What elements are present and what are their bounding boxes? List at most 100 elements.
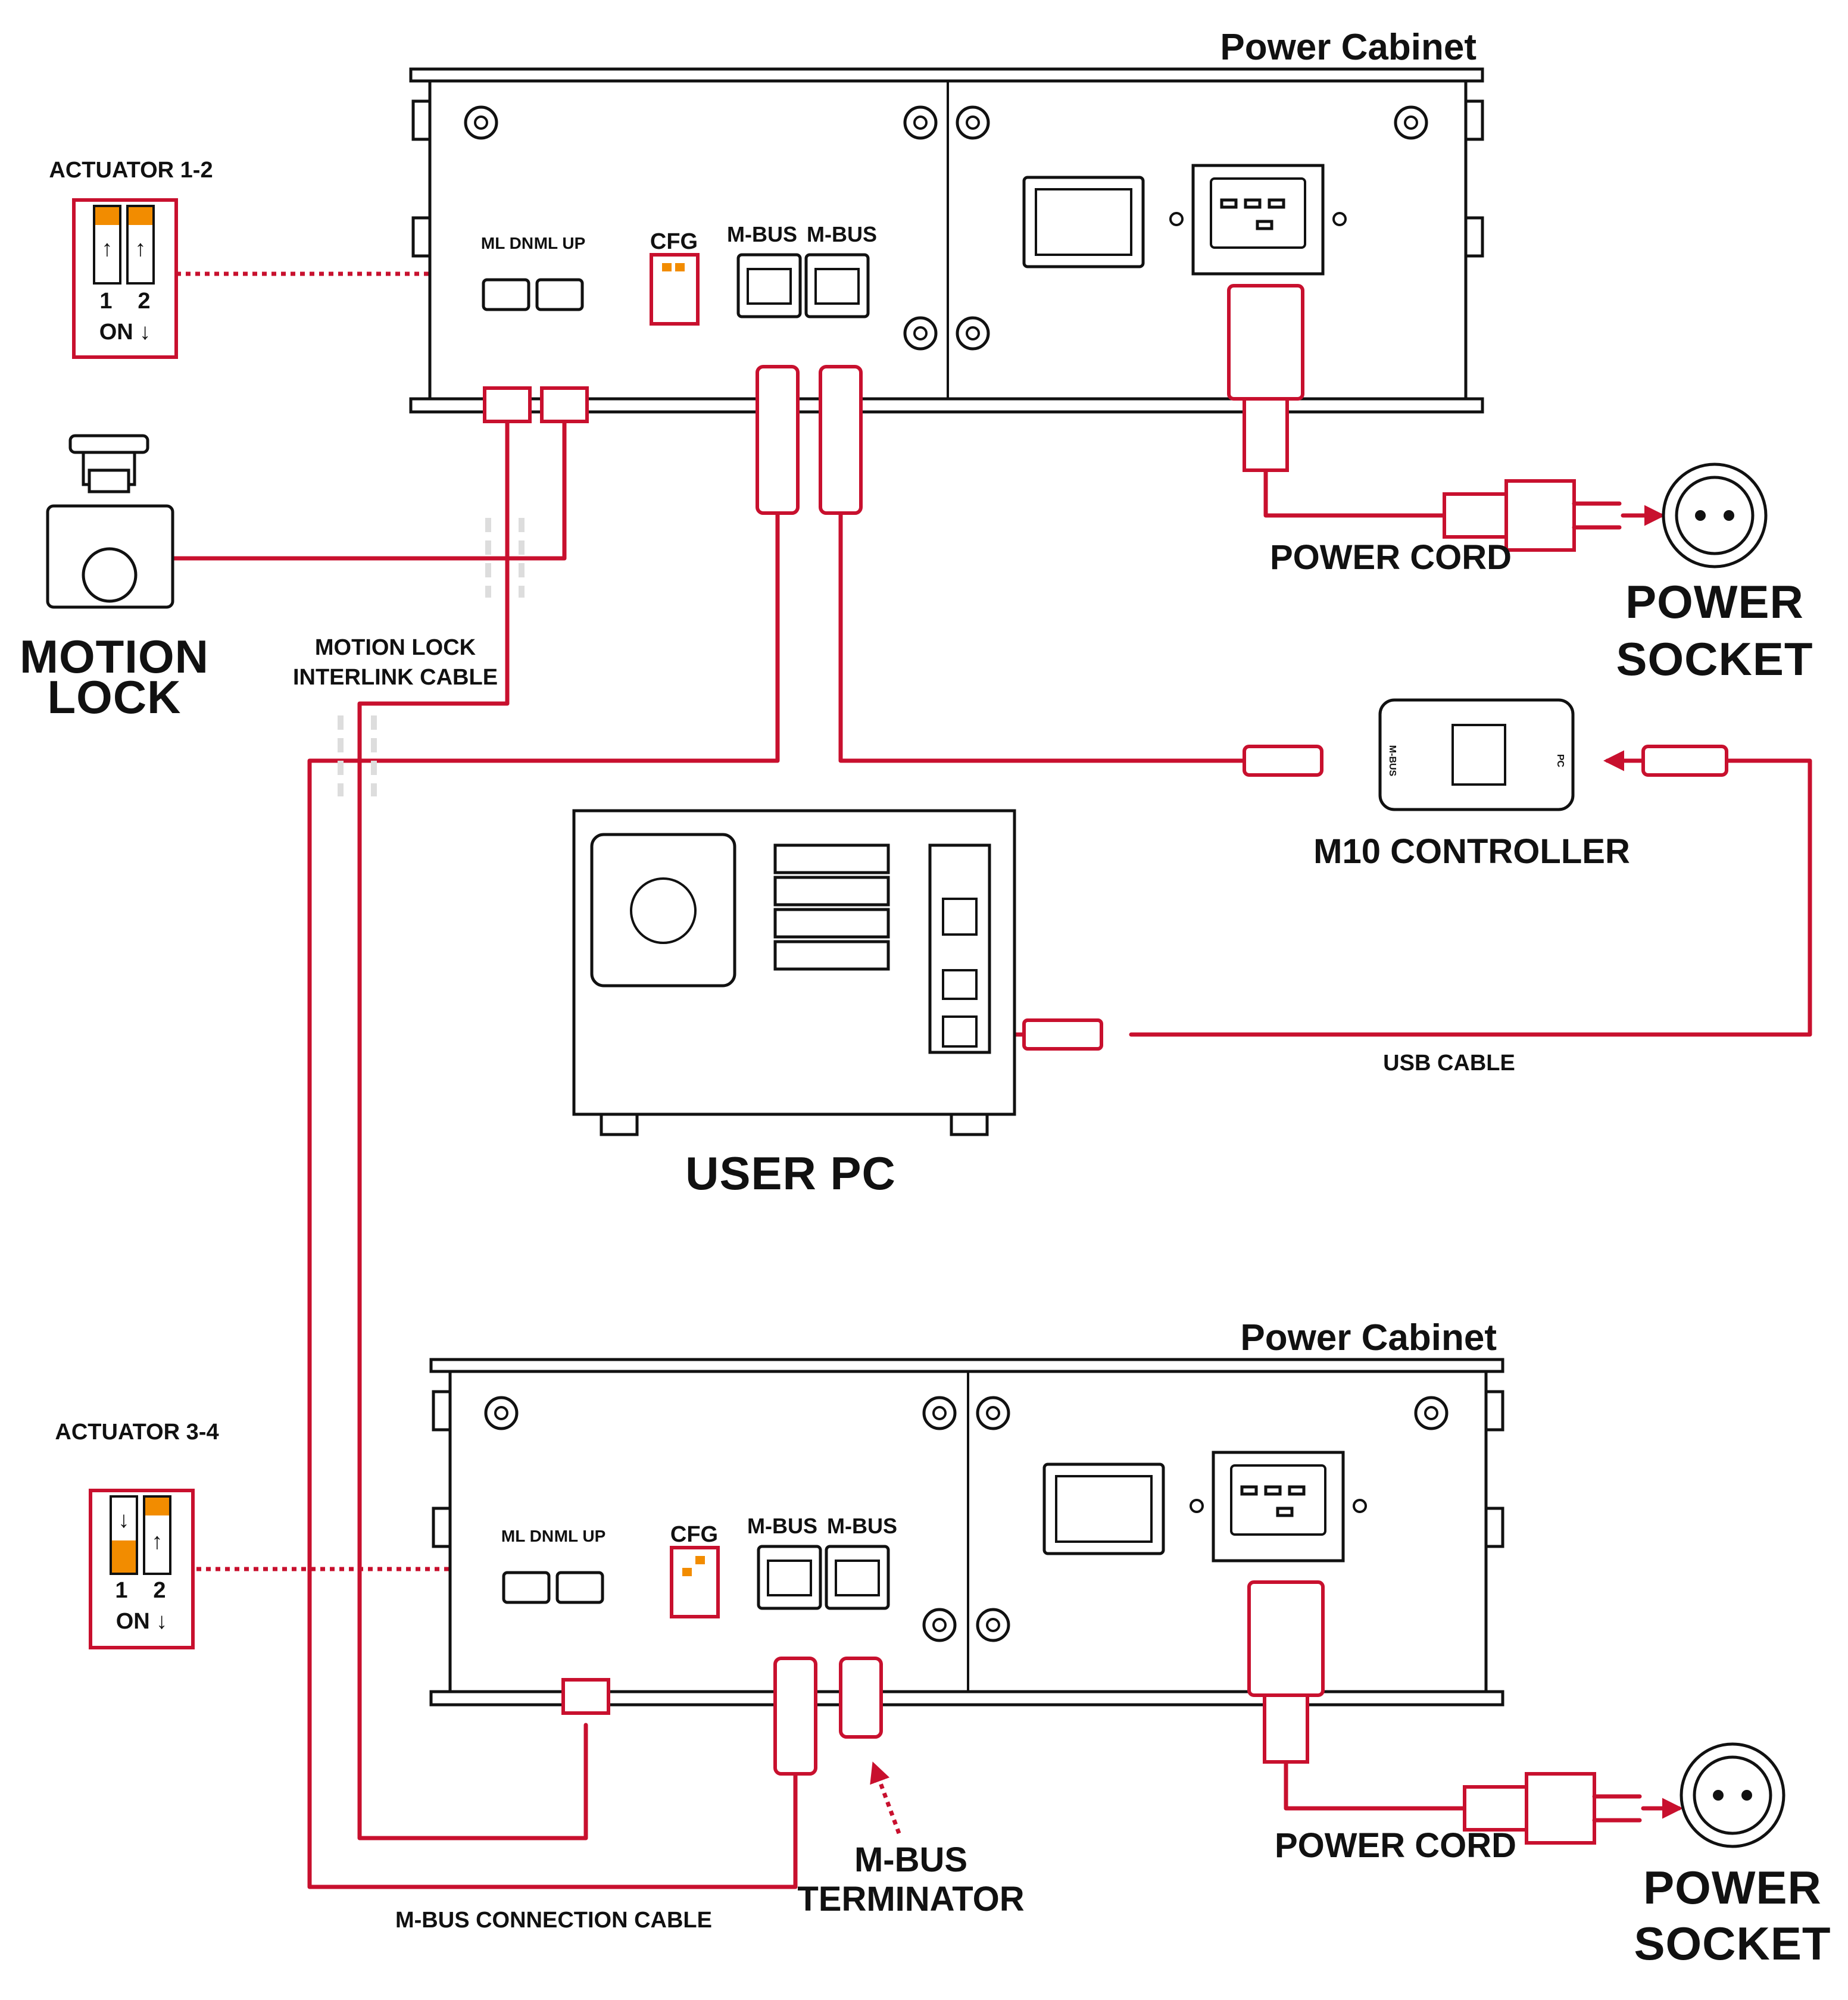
socket-inner bbox=[1693, 1755, 1772, 1835]
ml-up-port[interactable] bbox=[555, 1571, 604, 1604]
mbus-plug-a bbox=[773, 1657, 817, 1776]
cfg-switch-2 bbox=[695, 1556, 705, 1564]
expansion-slot bbox=[773, 908, 890, 939]
ml-dn-plug bbox=[483, 386, 532, 423]
inlet-pin bbox=[1268, 198, 1285, 209]
power-socket-top: POWER SOCKET bbox=[1616, 462, 1813, 685]
power-inlet-top-face bbox=[1210, 177, 1306, 249]
port-label-mbus-b: M-BUS bbox=[807, 222, 877, 246]
fan-icon bbox=[630, 877, 697, 944]
controller-logo-icon bbox=[1451, 724, 1506, 786]
power-inlet-bottom-face bbox=[1230, 1464, 1326, 1536]
port-label-ml-up: ML UP bbox=[534, 234, 586, 252]
mbus-connection-cable-label: M-BUS CONNECTION CABLE bbox=[395, 1908, 712, 1933]
port-label-mbus-b: M-BUS bbox=[827, 1514, 897, 1538]
screw-icon bbox=[1190, 1499, 1204, 1513]
power-switch-bottom-inner bbox=[1055, 1475, 1153, 1543]
dip-slot-1 bbox=[93, 205, 121, 285]
inlet-pin bbox=[1220, 198, 1238, 209]
emergency-button-cap[interactable] bbox=[68, 434, 149, 454]
controller-label: M10 CONTROLLER bbox=[1313, 832, 1630, 871]
switch-on-label: ON ↓ bbox=[99, 320, 151, 345]
iec-plug-bottom-strain bbox=[1263, 1693, 1309, 1764]
cabinet-bottom-title: Power Cabinet bbox=[1240, 1317, 1497, 1358]
dip-slot-2 bbox=[126, 205, 155, 285]
power-cord-bottom: POWER CORD bbox=[1275, 1772, 1642, 1865]
dip-knob-1 bbox=[95, 207, 119, 225]
power-switch-bottom[interactable] bbox=[1042, 1462, 1165, 1555]
motion-lock-interlink-cable bbox=[357, 420, 588, 1840]
io-panel bbox=[928, 843, 991, 1054]
power-switch-top[interactable] bbox=[1022, 176, 1145, 268]
socket-hole bbox=[1695, 510, 1706, 521]
power-cabinet-bottom: Power Cabinet ML DN ML UP CFG bbox=[429, 1317, 1504, 1776]
ml-up-port[interactable] bbox=[535, 278, 584, 311]
power-cabinet-top: Power Cabinet ML DN ML UP CFG bbox=[409, 27, 1484, 515]
mbus-plug-b bbox=[819, 365, 863, 515]
mbus-controller-plug bbox=[1243, 745, 1323, 777]
mbus-connection-cable bbox=[307, 511, 798, 1889]
mbus-terminator-plug bbox=[839, 1657, 883, 1739]
controller-port-pc: PC bbox=[1555, 754, 1565, 768]
usb-port-connected[interactable] bbox=[942, 1015, 978, 1048]
power-socket-bottom-label-2: SOCKET bbox=[1634, 1917, 1831, 1970]
iec-plug-bottom bbox=[1247, 1580, 1325, 1697]
actuator-bottom-dip-switch[interactable] bbox=[89, 1489, 195, 1649]
dip-knob-1 bbox=[112, 1540, 136, 1573]
cabinet-bottom-handle bbox=[432, 1390, 452, 1432]
socket-hole bbox=[1713, 1790, 1724, 1801]
cfg-switch-1 bbox=[682, 1568, 692, 1576]
ml-up-plug bbox=[540, 386, 589, 423]
arrow-up-icon: ↑ bbox=[152, 1529, 163, 1554]
rj45-socket-icon bbox=[747, 268, 792, 305]
ethernet-port[interactable] bbox=[942, 969, 978, 1000]
port-label-ml-dn: ML DN bbox=[501, 1527, 554, 1545]
cabinet-bottom-handle bbox=[432, 1507, 452, 1548]
inlet-pin bbox=[1256, 220, 1273, 230]
expansion-slot bbox=[773, 940, 890, 971]
ml-dn-port[interactable] bbox=[502, 1571, 551, 1604]
motion-lock-cable bbox=[171, 420, 567, 561]
iec-plug-top-strain bbox=[1243, 397, 1289, 472]
switch-number-1: 1 bbox=[115, 1578, 127, 1603]
schuko-plug-bottom-body bbox=[1525, 1772, 1596, 1845]
inlet-pin bbox=[1244, 198, 1262, 209]
interlink-cable-label-2: INTERLINK CABLE bbox=[293, 665, 498, 690]
cfg-dip-switch[interactable] bbox=[670, 1546, 720, 1618]
pc-foot bbox=[950, 1112, 989, 1136]
arrow-up-icon: ↑ bbox=[102, 236, 113, 261]
screw-icon bbox=[1332, 212, 1347, 226]
inlet-pin bbox=[1276, 1507, 1294, 1517]
cfg-dip-switch[interactable] bbox=[650, 253, 700, 326]
power-socket-bottom: POWER SOCKET bbox=[1634, 1742, 1831, 1970]
power-socket-top-label-1: POWER bbox=[1625, 576, 1804, 628]
screw-icon bbox=[1353, 1499, 1367, 1513]
ml-dn-port[interactable] bbox=[482, 278, 530, 311]
port-label-ml-dn: ML DN bbox=[481, 234, 533, 252]
motion-lock-device: MOTION LOCK bbox=[20, 434, 209, 723]
port-label-cfg: CFG bbox=[650, 229, 698, 254]
cabinet-bottom-base bbox=[429, 1690, 1504, 1707]
actuator-bottom-label: ACTUATOR 3-4 bbox=[55, 1420, 218, 1445]
power-cord-top-line bbox=[1263, 468, 1447, 518]
screw-icon bbox=[484, 1396, 1449, 1642]
motion-lock-label-1: MOTION bbox=[20, 630, 209, 683]
dip-slot-2 bbox=[143, 1495, 171, 1575]
socket-hole bbox=[1724, 510, 1734, 521]
dip-knob-2 bbox=[129, 207, 152, 225]
terminator-pointer bbox=[870, 1761, 901, 1835]
rj45-socket-icon bbox=[835, 1560, 880, 1596]
power-socket-top-label-2: SOCKET bbox=[1616, 633, 1813, 685]
inlet-pin bbox=[1288, 1485, 1306, 1496]
actuator-top-label: ACTUATOR 1-2 bbox=[49, 158, 213, 183]
schuko-plug-top-body bbox=[1504, 479, 1576, 552]
m10-controller-body bbox=[1378, 698, 1575, 811]
cabinet-bottom-handle bbox=[1484, 1507, 1504, 1548]
expansion-slot bbox=[773, 843, 890, 874]
power-inlet-top bbox=[1191, 164, 1325, 276]
cabinet-top-base bbox=[409, 397, 1484, 414]
power-switch-top-inner bbox=[1035, 188, 1132, 256]
actuator-top-dip-switch[interactable] bbox=[72, 198, 178, 359]
switch-number-1: 1 bbox=[99, 289, 112, 314]
usb-port[interactable] bbox=[942, 898, 978, 936]
